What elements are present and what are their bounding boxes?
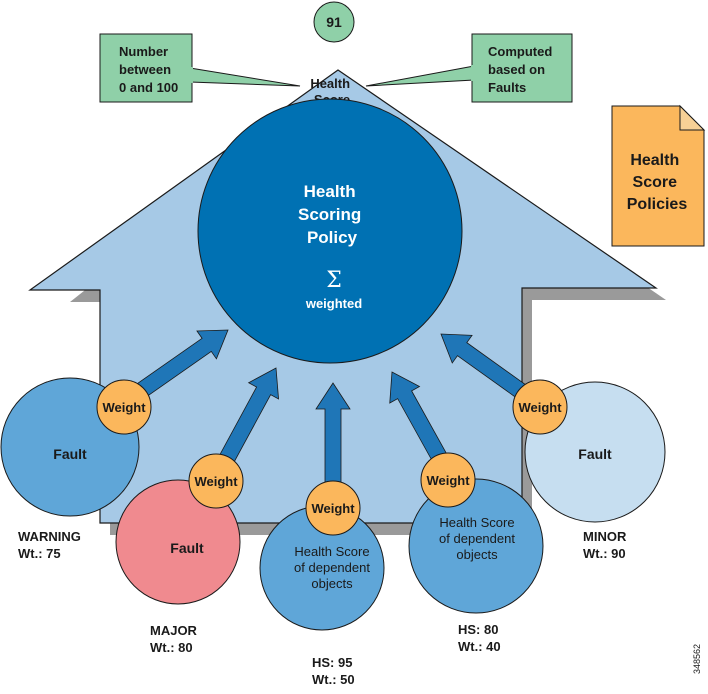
input-caption: HS: 80 xyxy=(458,622,498,637)
weight-bubble xyxy=(512,379,568,435)
input-circle xyxy=(408,478,544,614)
weight-bubble xyxy=(96,379,152,435)
callout-left-line: Number xyxy=(119,44,168,59)
callout-left-line: between xyxy=(119,62,171,77)
input-circle-text: Health Score xyxy=(439,515,514,530)
policies-doc-line: Health xyxy=(630,152,679,169)
sigma-icon: Σ xyxy=(326,268,342,293)
input-caption: MINOR xyxy=(583,529,627,544)
svg-text:Computed based on: Computed based on Faults xyxy=(488,44,556,95)
input-arrows xyxy=(129,329,528,491)
callout-left-line: 0 and 100 xyxy=(119,80,178,95)
policies-doc-line: Policies xyxy=(627,196,688,213)
input-caption: Wt.: 75 xyxy=(18,546,61,561)
flow-arrow xyxy=(389,371,450,467)
weight-bubble xyxy=(305,480,361,536)
flow-arrow xyxy=(217,367,280,467)
callout-right-line: based on xyxy=(488,62,545,77)
weight-label: Weight xyxy=(311,501,355,516)
weight-bubble xyxy=(188,453,244,509)
input-circle-text: of dependent xyxy=(294,560,370,575)
input-caption: Wt.: 90 xyxy=(583,546,626,561)
input-circle-text: Fault xyxy=(578,446,612,462)
input-circle-text: objects xyxy=(456,547,498,562)
figure-id: 348562 xyxy=(692,644,702,674)
weighted-label: weighted xyxy=(305,296,362,311)
svg-text:Number between 0 a: Number between 0 and 100 xyxy=(119,44,178,95)
weight-label: Weight xyxy=(194,474,238,489)
input-caption: Wt.: 50 xyxy=(312,672,355,687)
svg-text:Health Scoring Policy: Health Scoring Policy xyxy=(298,182,366,247)
callout-right-line: Faults xyxy=(488,80,526,95)
weight-label: Weight xyxy=(518,400,562,415)
weight-label: Weight xyxy=(102,400,146,415)
input-circle-text: objects xyxy=(311,576,353,591)
policies-doc-line: Score xyxy=(633,174,678,191)
weight-label: Weight xyxy=(426,473,470,488)
input-caption: MAJOR xyxy=(150,623,198,638)
input-circle-text: Fault xyxy=(170,540,204,556)
input-caption: WARNING xyxy=(18,529,81,544)
scoring-policy-circle xyxy=(197,98,463,364)
input-circle xyxy=(115,479,241,605)
input-circle-text: Fault xyxy=(53,446,87,462)
flow-arrow xyxy=(129,329,229,403)
input-caption: Wt.: 80 xyxy=(150,640,193,655)
policy-title-line: Health xyxy=(304,182,356,201)
input-caption: HS: 95 xyxy=(312,655,352,670)
flow-arrow xyxy=(315,382,351,491)
policy-title-line: Scoring xyxy=(298,205,361,224)
house-label-line: Health xyxy=(310,76,350,91)
weight-bubble xyxy=(420,452,476,508)
callout-number-range: Number between 0 and 100 xyxy=(99,33,301,103)
input-circle-text: of dependent xyxy=(439,531,515,546)
flow-arrow xyxy=(440,333,528,400)
input-caption: Wt.: 40 xyxy=(458,639,501,654)
policies-document-icon xyxy=(611,104,706,247)
svg-text:Health Score Policies: Health Score Policies xyxy=(627,152,688,213)
input-circle-text: Health Score xyxy=(294,544,369,559)
score-value: 91 xyxy=(326,14,342,30)
policy-title-line: Policy xyxy=(307,228,358,247)
score-bubble xyxy=(313,1,355,43)
callout-computed-faults: Computed based on Faults xyxy=(365,33,573,103)
callout-right-line: Computed xyxy=(488,44,552,59)
